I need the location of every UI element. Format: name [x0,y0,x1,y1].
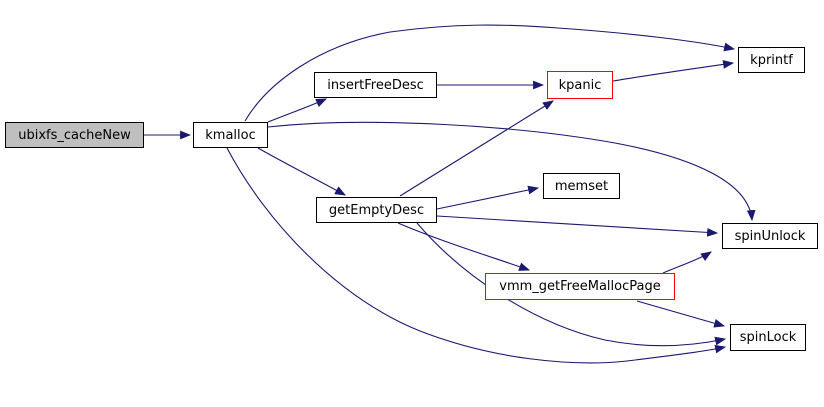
edge-kpanic-kprintf [612,60,735,82]
node-kmalloc[interactable]: kmalloc [193,122,268,148]
node-vmm_getFreeMallocPage[interactable]: vmm_getFreeMallocPage [485,273,675,300]
edge-getEmptyDesc-kpanic [399,100,554,197]
node-kpanic[interactable]: kpanic [547,71,613,99]
node-insertFreeDesc[interactable]: insertFreeDesc [314,72,437,98]
node-kprintf[interactable]: kprintf [738,47,805,73]
node-getEmptyDesc[interactable]: getEmptyDesc [316,197,437,223]
edge-getEmptyDesc-vmm_getFreeMallocPage [397,222,531,271]
node-spinUnlock[interactable]: spinUnlock [722,223,818,249]
edge-vmm_getFreeMallocPage-spinUnlock [662,251,712,274]
edge-kmalloc-kprintf [244,24,736,122]
edge-getEmptyDesc-spinLock [416,222,727,347]
edge-kmalloc-insertFreeDesc [267,98,328,123]
edge-kmalloc-spinLock [226,147,727,364]
node-spinLock[interactable]: spinLock [730,324,806,351]
edge-vmm_getFreeMallocPage-spinLock [636,300,726,328]
edge-getEmptyDesc-memset [436,185,540,210]
node-ubixfs_cacheNew: ubixfs_cacheNew [5,122,144,148]
node-memset[interactable]: memset [543,173,620,199]
edge-getEmptyDesc-spinUnlock [436,215,719,237]
edge-kmalloc-getEmptyDesc [257,147,346,196]
edge-kmalloc-spinUnlock [267,121,756,222]
